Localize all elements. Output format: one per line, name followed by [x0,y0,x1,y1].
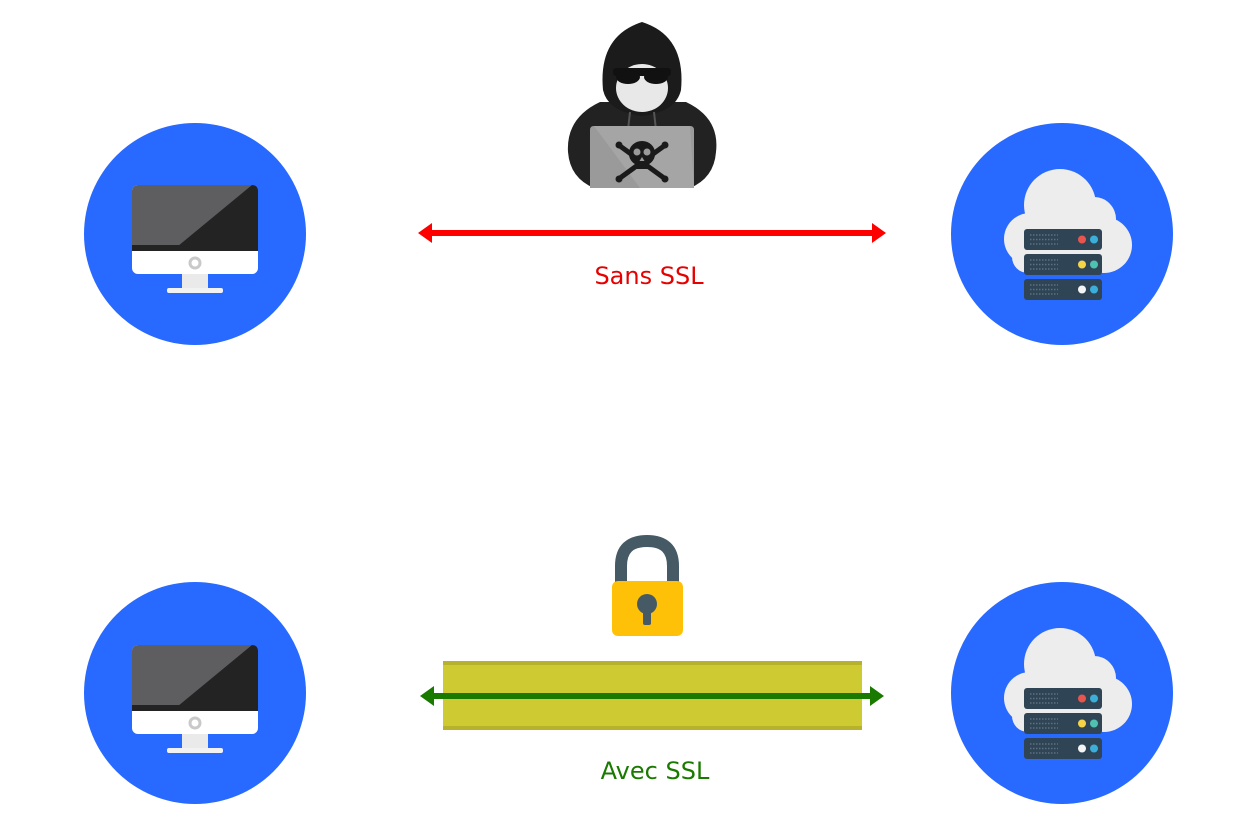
client-top [84,123,306,345]
hacker-icon [567,22,717,188]
client-bottom [84,582,306,804]
without-ssl-label: Sans SSL [594,262,704,290]
padlock-icon [612,534,683,636]
with-ssl-label: Avec SSL [601,757,710,785]
server-top [951,123,1173,345]
secure-connection-arrow [420,686,884,706]
server-bottom [951,582,1173,804]
insecure-connection-arrow [418,223,886,243]
